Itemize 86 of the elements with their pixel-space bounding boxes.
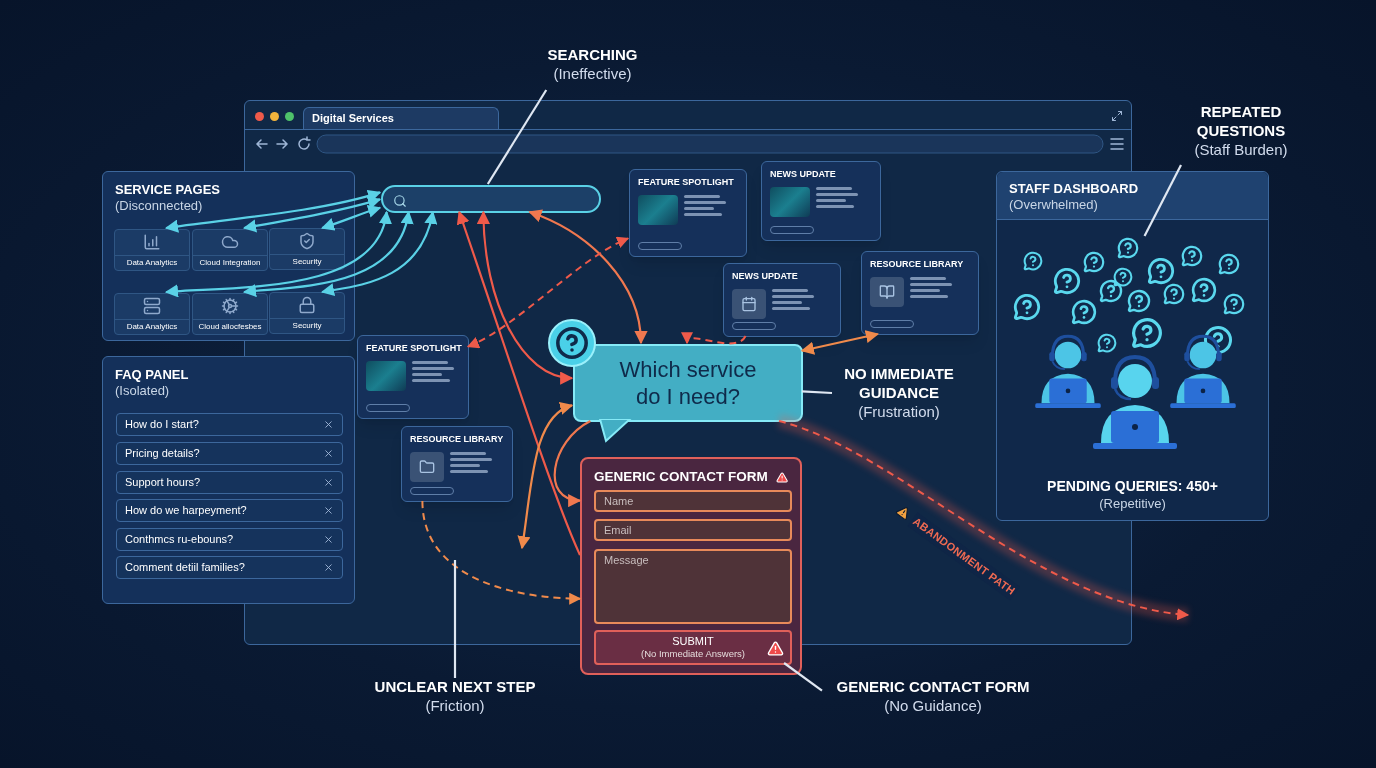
tile-label: Data Analytics	[126, 323, 178, 331]
card-title: FEATURE SPOTLIGHT	[638, 176, 735, 189]
tile-label: Security	[292, 258, 322, 266]
service-tile	[192, 229, 268, 271]
input-field	[594, 490, 792, 512]
search-bar	[381, 185, 601, 213]
arrow	[528, 210, 647, 345]
faq-item	[116, 499, 343, 522]
arrow	[320, 210, 437, 297]
arrow	[800, 330, 879, 355]
callout-subtitle: (Friction)	[425, 696, 485, 716]
callout-subtitle: (Ineffective)	[553, 64, 632, 84]
content-card	[761, 161, 881, 241]
panel-title: STAFF DASHBOARD	[1009, 181, 1139, 198]
panel-subtitle: (Isolated)	[115, 383, 171, 400]
faq-item	[116, 442, 343, 465]
faq-item	[116, 413, 343, 436]
callout-subtitle: (No Guidance)	[884, 696, 982, 716]
arrow	[466, 237, 630, 348]
panel	[102, 356, 355, 604]
content-card	[629, 169, 747, 257]
arrow	[477, 210, 574, 384]
tile-label: Security	[292, 322, 322, 330]
content-card	[401, 426, 513, 502]
arrow	[164, 189, 382, 233]
field-placeholder: Message	[604, 555, 649, 566]
faq-item	[116, 556, 343, 579]
button-note: (No Immediate Answers)	[641, 648, 745, 661]
arrow	[320, 205, 382, 231]
arrow	[242, 196, 382, 233]
arrow	[242, 210, 413, 298]
pending-note: (Repetitive)	[1099, 495, 1166, 512]
input-field	[594, 549, 792, 624]
service-tile	[269, 292, 345, 334]
speech-bubble	[573, 344, 803, 422]
content-card	[723, 263, 841, 337]
callout-title: UNCLEAR NEXT STEP	[374, 678, 536, 697]
arrow	[553, 420, 591, 506]
service-tile	[114, 293, 190, 335]
tile-label: Cloud allocfesbes	[198, 323, 262, 331]
panel-title: SERVICE PAGES	[115, 182, 221, 199]
card-title: FEATURE SPOTLIGHT	[366, 342, 460, 355]
field-placeholder: Name	[604, 495, 634, 507]
card-title: RESOURCE LIBRARY	[410, 433, 504, 446]
content-card	[861, 251, 979, 335]
tile-label: Cloud Integration	[199, 259, 261, 267]
form-title: GENERIC CONTACT FORM	[594, 468, 768, 486]
input-field	[594, 519, 792, 541]
contact-form	[580, 457, 802, 675]
service-tile	[114, 229, 190, 271]
faq-question: Pricing details?	[125, 446, 200, 462]
faq-question: Comment detiil families?	[125, 560, 245, 576]
faq-question: How do I start?	[125, 417, 199, 433]
faq-question: Conthmcs ru-ebouns?	[125, 532, 234, 548]
card-title: NEWS UPDATE	[732, 270, 799, 283]
dashboard-panel	[996, 171, 1269, 521]
arrow	[684, 330, 747, 345]
faq-question: How do we harpeyment?	[125, 503, 247, 519]
card-title: RESOURCE LIBRARY	[870, 258, 965, 271]
callout-title: NO IMMEDIATE GUIDANCE	[843, 365, 955, 403]
panel-title: FAQ PANEL	[115, 367, 190, 384]
service-tile	[192, 293, 268, 335]
panel-subtitle: (Disconnected)	[115, 198, 204, 215]
callout-title: REPEATED QUESTIONS	[1195, 103, 1287, 141]
faq-question: Support hours?	[125, 475, 201, 491]
pending-count: PENDING QUERIES: 450+	[1047, 478, 1218, 496]
callout-subtitle: (Frustration)	[858, 402, 940, 422]
button-label: SUBMIT	[672, 634, 714, 649]
content-card	[357, 335, 469, 419]
arrow	[421, 500, 582, 605]
arrow	[456, 210, 581, 556]
faq-item	[116, 528, 343, 551]
arrow	[517, 403, 574, 550]
callout-subtitle: (Staff Burden)	[1194, 140, 1288, 160]
field-placeholder: Email	[604, 524, 632, 536]
callout-title: GENERIC CONTACT FORM	[836, 678, 1030, 697]
submit-button	[594, 630, 792, 665]
tab-title: Digital Services	[312, 111, 394, 127]
card-title: NEWS UPDATE	[770, 168, 837, 181]
arrow	[164, 210, 391, 298]
service-tile	[269, 228, 345, 270]
callout-title: SEARCHING	[547, 46, 638, 65]
faq-item	[116, 471, 343, 494]
question-text: Which service do I need?	[618, 355, 758, 411]
tile-label: Data Analytics	[126, 259, 178, 267]
panel-subtitle: (Overwhelmed)	[1009, 197, 1099, 214]
